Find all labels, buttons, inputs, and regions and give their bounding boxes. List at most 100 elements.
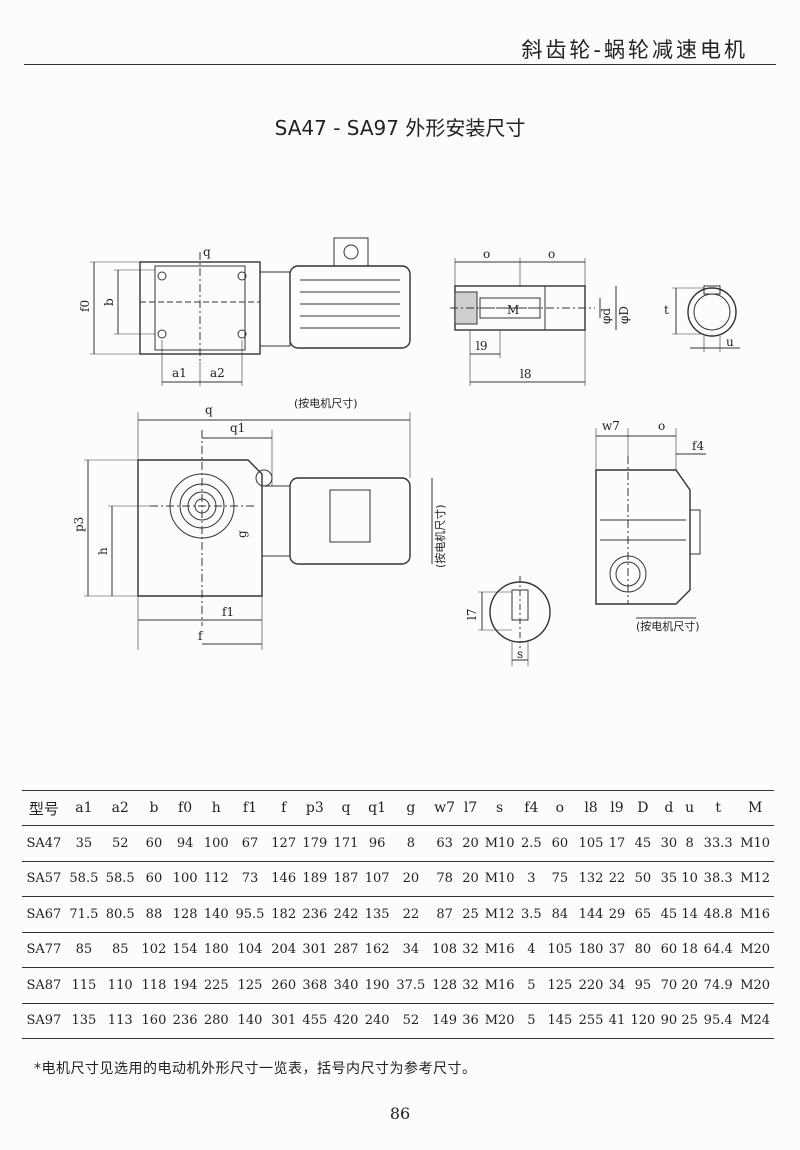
value-cell: 71.5	[69, 906, 99, 922]
column-header: f4	[524, 800, 539, 816]
value-cell: 104	[237, 942, 263, 958]
value-cell: 115	[71, 977, 97, 993]
value-cell: 45	[634, 835, 652, 851]
label-M: M	[507, 303, 519, 317]
model-cell: SA77	[26, 942, 62, 958]
model-cell: SA97	[26, 1013, 62, 1029]
value-cell: 95	[634, 977, 652, 993]
footnote: *电机尺寸见选用的电动机外形尺寸一览表，括号内尺寸为参考尺寸。	[34, 1061, 477, 1077]
value-cell: 36	[462, 1013, 479, 1029]
value-cell: 118	[141, 977, 167, 993]
value-cell: 5	[527, 977, 536, 993]
label-b: b	[102, 298, 116, 306]
value-cell: 125	[547, 977, 573, 993]
value-cell: 162	[364, 942, 390, 958]
label-s: s	[517, 647, 523, 661]
value-cell: 88	[145, 906, 163, 922]
header-rule	[24, 64, 776, 65]
label-o-side: o	[658, 419, 665, 433]
side-motor-size-note: (按电机尺寸)	[636, 619, 700, 633]
column-header: t	[715, 800, 721, 816]
value-cell: 108	[432, 942, 457, 958]
value-cell: 368	[302, 977, 328, 993]
value-cell: 34	[402, 942, 420, 958]
value-cell: 204	[271, 942, 297, 958]
value-cell: M10	[484, 871, 515, 887]
value-cell: 127	[271, 835, 297, 851]
column-header: u	[685, 800, 695, 816]
value-cell: 242	[333, 906, 359, 922]
value-cell: 18	[681, 942, 698, 958]
value-cell: M16	[484, 942, 515, 958]
value-cell: 20	[681, 977, 698, 993]
label-u: u	[726, 335, 734, 349]
value-cell: 94	[176, 835, 194, 851]
model-cell: SA67	[26, 906, 62, 922]
front-view	[84, 412, 433, 650]
value-cell: 4	[527, 942, 536, 958]
value-cell: 33.3	[703, 835, 733, 851]
value-cell: 100	[203, 835, 229, 851]
value-cell: 58.5	[69, 871, 99, 887]
value-cell: 87	[436, 906, 453, 922]
column-header: f1	[242, 800, 257, 816]
value-cell: 128	[432, 977, 457, 993]
label-f1: f1	[222, 605, 234, 619]
value-cell: 146	[271, 871, 297, 887]
value-cell: 90	[660, 1013, 678, 1029]
value-cell: 45	[660, 906, 678, 922]
label-h: h	[96, 547, 110, 555]
column-header: p3	[305, 800, 324, 816]
value-cell: 80.5	[105, 906, 135, 922]
value-cell: 8	[685, 835, 694, 851]
header-title: 斜齿轮-蜗轮减速电机	[521, 38, 748, 62]
hollow-shaft-end-view	[672, 285, 740, 352]
label-q-front: q	[205, 403, 213, 417]
value-cell: 85	[111, 942, 129, 958]
column-header: D	[637, 800, 649, 816]
keyway-section-view	[478, 576, 551, 666]
model-cell: SA47	[26, 835, 62, 851]
value-cell: M10	[484, 835, 515, 851]
value-cell: 74.9	[703, 977, 733, 993]
column-header: o	[555, 800, 565, 816]
value-cell: 240	[364, 1013, 390, 1029]
column-header: a2	[111, 800, 129, 816]
value-cell: 280	[203, 1013, 229, 1029]
value-cell: 84	[551, 906, 569, 922]
value-cell: 32	[462, 942, 479, 958]
value-cell: 160	[141, 1013, 167, 1029]
value-cell: 20	[462, 835, 479, 851]
value-cell: 125	[237, 977, 263, 993]
column-header: M	[747, 800, 763, 816]
value-cell: M20	[740, 977, 771, 993]
technical-drawing: f0 b q a1 a2 (按电机尺寸) o o M φd φD l9 l8	[72, 237, 740, 666]
label-w7: w7	[602, 419, 620, 433]
value-cell: 20	[462, 871, 479, 887]
value-cell: M12	[740, 871, 771, 887]
column-header: l8	[584, 800, 598, 816]
value-cell: 64.4	[703, 942, 733, 958]
value-cell: M16	[740, 906, 771, 922]
value-cell: 25	[462, 906, 479, 922]
column-header: w7	[434, 800, 456, 816]
label-a1: a1	[172, 366, 187, 380]
label-o-right: o	[548, 247, 555, 261]
value-cell: 60	[551, 835, 569, 851]
label-p3: p3	[72, 517, 86, 532]
value-cell: 220	[578, 977, 604, 993]
model-cell: SA87	[26, 977, 62, 993]
value-cell: 128	[172, 906, 198, 922]
value-cell: M10	[740, 835, 771, 851]
label-q-top: q	[203, 245, 211, 259]
value-cell: 236	[302, 906, 328, 922]
value-cell: 22	[608, 871, 626, 887]
value-cell: 34	[608, 977, 626, 993]
value-cell: 110	[107, 977, 133, 993]
value-cell: 50	[634, 871, 652, 887]
value-cell: 187	[333, 871, 359, 887]
